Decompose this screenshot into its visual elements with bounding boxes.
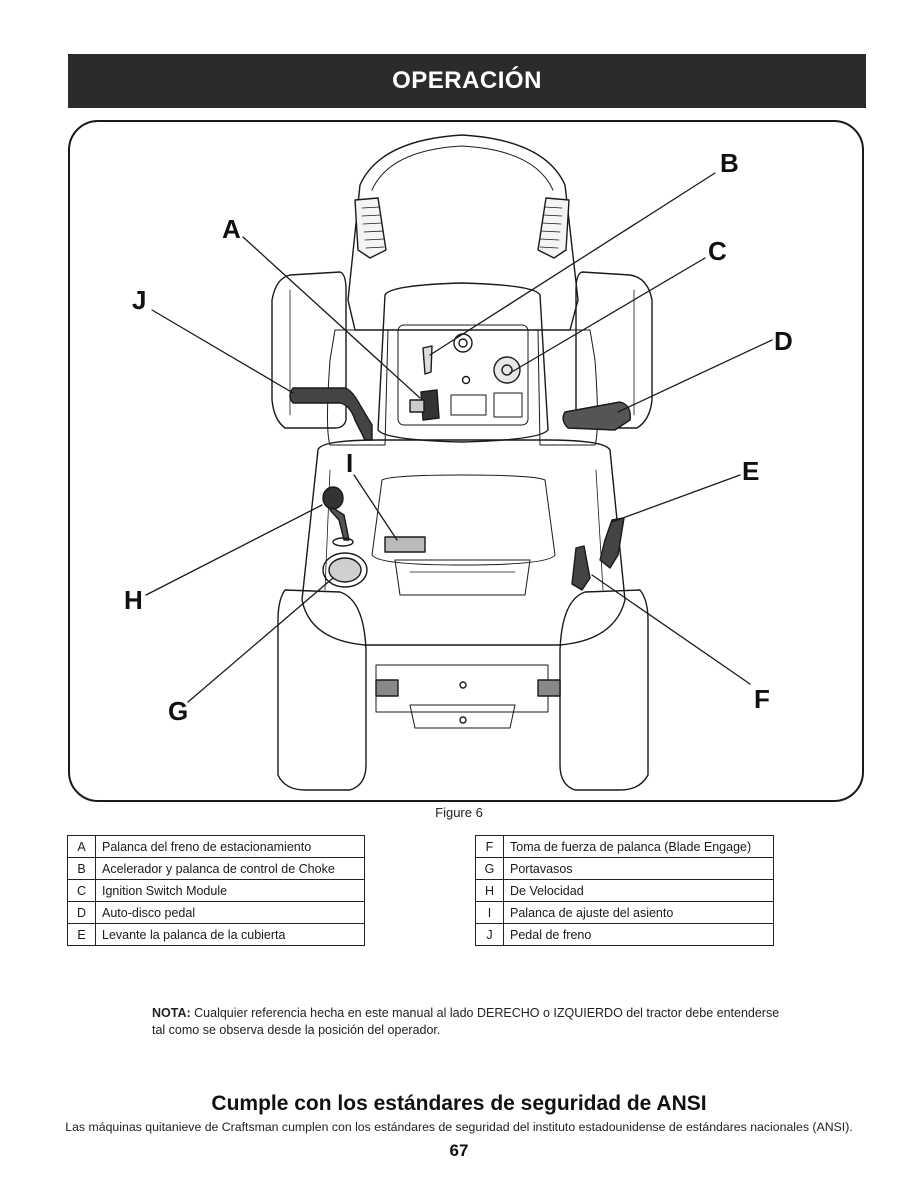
callout-j: J	[132, 285, 147, 315]
callout-d: D	[774, 326, 793, 356]
legend-key: J	[475, 923, 504, 946]
table-row: A Palanca del freno de estacionamiento	[67, 835, 365, 858]
callout-h: H	[124, 585, 143, 615]
front-left-tire	[277, 589, 367, 791]
legend-key: G	[475, 857, 504, 880]
legend-label: Pedal de freno	[503, 923, 774, 946]
seat-vent-left	[354, 197, 387, 259]
legend-label: De Velocidad	[503, 879, 774, 902]
section-header-bar: OPERACIÓN	[68, 54, 866, 108]
legend-key: E	[67, 923, 96, 946]
table-row: E Levante la palanca de la cubierta	[67, 923, 365, 946]
table-row: H De Velocidad	[475, 879, 774, 902]
note-paragraph: NOTA: Cualquier referencia hecha en este…	[152, 1005, 792, 1039]
hood	[301, 439, 626, 646]
table-row: B Acelerador y palanca de control de Cho…	[67, 857, 365, 880]
legend-label: Portavasos	[503, 857, 774, 880]
tractor-diagram	[145, 134, 773, 791]
figure-frame	[68, 120, 864, 802]
seat-back	[347, 134, 579, 331]
brake-pedal	[289, 387, 373, 441]
legend-label: Toma de fuerza de palanca (Blade Engage)	[503, 835, 774, 858]
cup-holder	[322, 552, 368, 588]
legend-key: I	[475, 901, 504, 924]
legend-table-left: A Palanca del freno de estacionamiento B…	[67, 835, 365, 946]
callout-c: C	[708, 236, 727, 266]
legend-label: Auto-disco pedal	[95, 901, 365, 924]
note-label: NOTA:	[152, 1006, 191, 1020]
callout-a: A	[222, 214, 241, 244]
seat-vent-right	[537, 197, 570, 259]
seat-adjust-handle	[384, 536, 426, 553]
callout-i: I	[346, 448, 354, 478]
legend-key: H	[475, 879, 504, 902]
legend-key: A	[67, 835, 96, 858]
legend-key: F	[475, 835, 504, 858]
table-row: F Toma de fuerza de palanca (Blade Engag…	[475, 835, 774, 858]
table-row: I Palanca de ajuste del asiento	[475, 901, 774, 924]
legend-key: C	[67, 879, 96, 902]
ignition-switch	[493, 356, 521, 384]
legend-key: D	[67, 901, 96, 924]
ansi-heading: Cumple con los estándares de seguridad d…	[211, 1092, 707, 1115]
pto-lever	[571, 545, 591, 591]
front-right-tire	[559, 589, 649, 791]
table-row: D Auto-disco pedal	[67, 901, 365, 924]
legend-label: Levante la palanca de la cubierta	[95, 923, 365, 946]
callout-g: G	[168, 696, 189, 726]
legend-label: Palanca del freno de estacionamiento	[95, 835, 365, 858]
section-title: OPERACIÓN	[392, 67, 542, 94]
callout-f: F	[754, 684, 770, 714]
legend-label: Acelerador y palanca de control de Choke	[95, 857, 365, 880]
callout-b: B	[720, 148, 739, 178]
table-row: J Pedal de freno	[475, 923, 774, 946]
table-row: C Ignition Switch Module	[67, 879, 365, 902]
drive-pedal	[562, 401, 631, 431]
legend-table-right: F Toma de fuerza de palanca (Blade Engag…	[475, 835, 774, 946]
note-text: Cualquier referencia hecha en este manua…	[152, 1006, 780, 1037]
callout-e: E	[742, 456, 760, 486]
ansi-text: Las máquinas quitanieve de Craftsman cum…	[65, 1120, 853, 1134]
rear-left-tire	[271, 271, 347, 429]
table-row: G Portavasos	[475, 857, 774, 880]
speed-lever	[322, 486, 344, 510]
figure-caption: Figure 6	[435, 805, 483, 820]
page-number: 67	[449, 1141, 469, 1160]
dash-console	[377, 282, 549, 443]
legend-label: Palanca de ajuste del asiento	[503, 901, 774, 924]
legend-key: B	[67, 857, 96, 880]
legend-label: Ignition Switch Module	[95, 879, 365, 902]
